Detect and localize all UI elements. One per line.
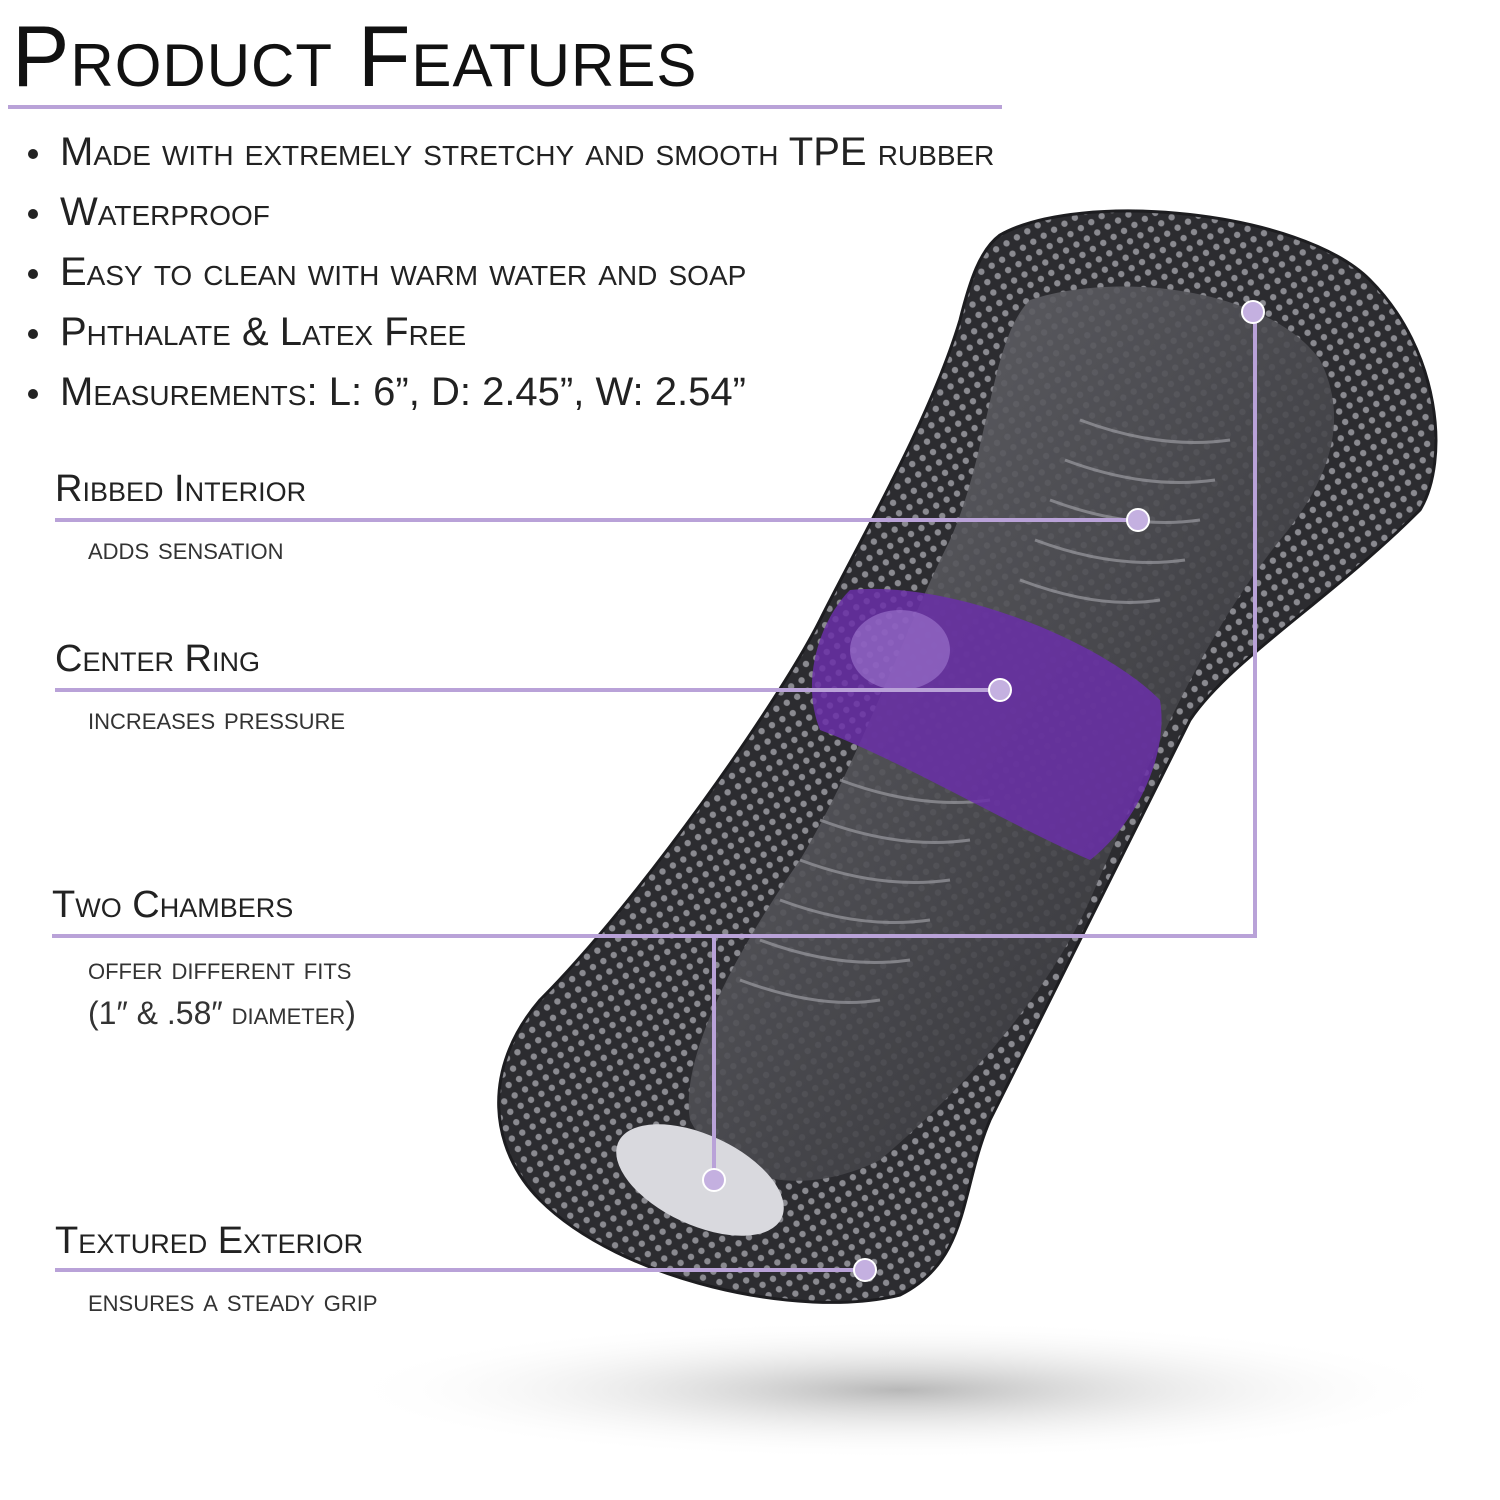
callout-center-ring-title: Center Ring <box>55 638 260 680</box>
bullet-icon <box>28 389 38 400</box>
callout-ribbed-interior-desc: adds sensation <box>88 530 284 566</box>
bullet-icon <box>28 269 38 280</box>
callout-dots <box>702 300 1265 1282</box>
callout-two-chambers-desc: offer different fits <box>88 950 352 986</box>
callout-lines <box>52 312 1257 1272</box>
ring-highlight <box>850 610 950 690</box>
chamber-opening <box>616 1124 784 1236</box>
bullet-icon <box>28 209 38 220</box>
callout-ribbed-interior-title: Ribbed Interior <box>55 468 307 510</box>
feature-item: Waterproof <box>28 182 994 242</box>
feature-list: Made with extremely stretchy and smooth … <box>28 122 994 422</box>
title-underline <box>8 105 1002 109</box>
callout-two-chambers-diameter: (1″ & .58″ diameter) <box>88 995 356 1031</box>
callout-two-chambers-title: Two Chambers <box>52 884 294 926</box>
feature-item: Made with extremely stretchy and smooth … <box>28 122 994 182</box>
callout-textured-exterior-desc: ensures a steady grip <box>88 1282 378 1318</box>
drop-shadow <box>340 1320 1460 1460</box>
page-title: Product Features <box>12 9 698 105</box>
bullet-icon <box>28 149 38 160</box>
ribs <box>739 418 1231 1004</box>
feature-item: Measurements: L: 6”, D: 2.45”, W: 2.54” <box>28 362 994 422</box>
feature-item: Phthalate & Latex Free <box>28 302 994 362</box>
callout-center-ring-desc: increases pressure <box>88 700 346 736</box>
bullet-icon <box>28 329 38 340</box>
callout-textured-exterior-title: Textured Exterior <box>55 1220 364 1262</box>
feature-item: Easy to clean with warm water and soap <box>28 242 994 302</box>
